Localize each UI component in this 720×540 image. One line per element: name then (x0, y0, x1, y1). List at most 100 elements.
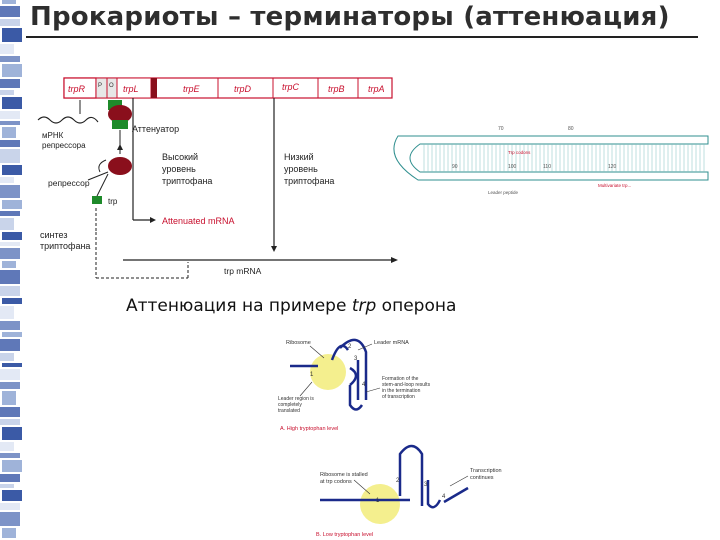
stripe-block (0, 218, 14, 230)
gene-trpA: trpA (368, 84, 385, 94)
continues-label: Transcription continues (470, 468, 503, 481)
fig-b-caption: B. Low tryptophan level (316, 532, 373, 538)
stripe-block (0, 248, 20, 259)
gene-promoter: P (98, 83, 102, 89)
stripe-block (0, 419, 20, 425)
hairpin-tick-70: 70 (498, 126, 504, 132)
operator-block (108, 100, 122, 110)
ribosome-label: Ribosome (286, 340, 311, 346)
region-3-a: 3 (354, 356, 358, 362)
region-2-b: 2 (396, 478, 400, 484)
figure-a-high-trp: Ribosome Leader mRNA 2 1 3 4 Formation o… (278, 338, 431, 432)
figure-b-low-trp: Ribosome is stalled at trp codons Transc… (316, 444, 503, 538)
stripe-block (0, 503, 20, 510)
stripe-block (0, 453, 20, 458)
operon-map: trpR P O trpL trpE trpD trpC trpB trpA (63, 77, 393, 99)
repressor-inactive (108, 157, 132, 175)
stripe-block (0, 484, 14, 488)
gene-operator: O (109, 83, 114, 89)
trp-mrna-label: trp mRNA (224, 266, 262, 276)
attenuator-label: Аттенуатор (132, 124, 179, 134)
stripe-block (0, 121, 20, 125)
stripe-block (2, 165, 22, 175)
stripe-block (0, 339, 20, 351)
stripe-block (2, 232, 22, 240)
stripe-block (0, 56, 20, 62)
hairpin-label-upper: Trp codons (508, 150, 531, 155)
slide-title: Прокариоты – терминаторы (аттенюация) (30, 2, 670, 32)
gene-trpL: trpL (123, 84, 139, 94)
repressor-dna-site (112, 120, 128, 129)
stripe-block (0, 382, 20, 389)
stripe-block (2, 427, 22, 440)
trp-square (92, 196, 102, 204)
high-trp-label: Высокий уровень триптофана (162, 152, 212, 186)
hairpin-tick-80: 80 (568, 126, 574, 132)
stripe-block (0, 286, 20, 296)
stripe-block (0, 242, 20, 246)
stripe-block (2, 97, 22, 109)
stripe-block (2, 391, 16, 405)
region-4-a: 4 (362, 382, 366, 388)
gene-trpC: trpC (282, 82, 300, 92)
fig-a-caption: A. High tryptophan level (280, 426, 338, 432)
stripe-block (0, 270, 20, 284)
stripe-block (0, 442, 14, 451)
region-4-b: 4 (442, 494, 446, 500)
mrna-squiggle (37, 116, 99, 124)
stripe-block (0, 140, 20, 147)
stripe-block (0, 353, 14, 361)
stripe-block (0, 306, 14, 319)
region-3-b: 3 (424, 482, 428, 488)
mrna-repressor-label: мРНК репрессора (42, 131, 86, 150)
stripe-block (2, 460, 22, 472)
gene-trpE: trpE (183, 84, 201, 94)
stripe-block (2, 127, 16, 138)
gene-trpD: trpD (234, 84, 252, 94)
leader-mrna-label: Leader mRNA (374, 340, 409, 346)
stripe-block (0, 149, 20, 163)
rna-hairpin-sequence: 70 80 90 100 110 120 Trp codons Multivar… (393, 126, 709, 195)
formation-label: Formation of the stem-and-loop results i… (382, 376, 431, 400)
hairpin-label-lower: Multivariate trp... (598, 183, 631, 188)
stripe-block (0, 19, 20, 26)
ribosome-a (310, 354, 346, 390)
attenuated-mrna-label: Attenuated mRNA (162, 216, 235, 226)
stripe-block (0, 90, 14, 95)
stripe-block (0, 185, 20, 198)
stripe-block (0, 321, 20, 330)
figure-caption: Аттенюация на примере trp оперона (126, 296, 457, 316)
stripe-block (2, 363, 22, 367)
trp-label: trp (108, 197, 118, 206)
leader-region-label: Leader region is completely translated (278, 396, 315, 414)
stripe-block (0, 211, 20, 216)
stripe-block (2, 261, 16, 268)
stripe-block (2, 0, 16, 4)
stripe-block (0, 407, 20, 417)
gene-trpB: trpB (328, 84, 345, 94)
stripe-block (0, 44, 14, 54)
stripe-block (0, 6, 20, 17)
stripe-block (0, 177, 14, 183)
gene-trpR: trpR (68, 84, 86, 94)
stripe-block (2, 200, 22, 209)
stripe-block (2, 298, 22, 304)
hairpin-tick-110: 110 (543, 164, 551, 170)
stalled-label: Ribosome is stalled at trp codons (320, 472, 369, 485)
hairpin-tick-120: 120 (608, 164, 617, 170)
stripe-block (0, 512, 20, 526)
stripe-block (2, 64, 22, 77)
repressor-label: репрессор (48, 178, 90, 188)
stripe-block (0, 474, 20, 482)
stripe-block (2, 332, 22, 337)
stripe-block (0, 111, 20, 119)
region-2-a: 2 (348, 344, 352, 350)
low-trp-label: Низкий уровень триптофана (284, 152, 334, 186)
stripe-block (0, 79, 20, 88)
hairpin-label-leader: Leader peptide (488, 190, 519, 195)
hairpin-tick-100: 100 (508, 164, 517, 170)
region-1-a: 1 (310, 372, 314, 378)
stripe-block (0, 369, 20, 380)
region-1-b: 1 (376, 498, 380, 504)
attenuation-diagram: trpR P O trpL trpE trpD trpC trpB trpA м… (37, 77, 709, 279)
